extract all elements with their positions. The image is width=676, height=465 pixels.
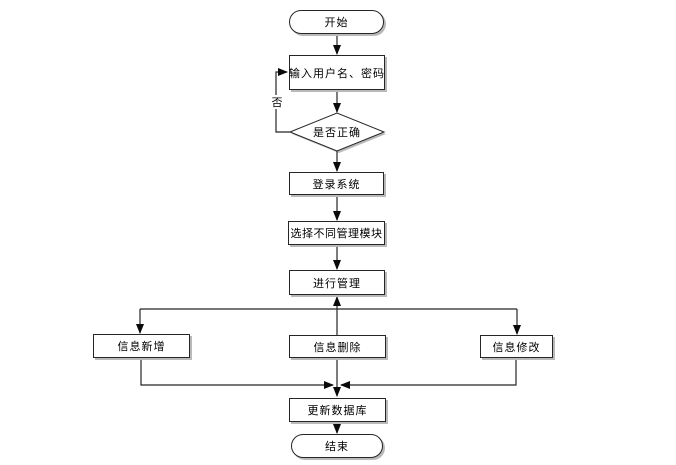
node-info-add-label: 信息新增 bbox=[117, 340, 166, 353]
node-info-modify-label: 信息修改 bbox=[492, 340, 541, 354]
edge-label-no: 否 bbox=[268, 95, 286, 109]
node-input-credentials-label: 输入用户名、密码 bbox=[289, 66, 385, 80]
edge-add-to-merge bbox=[140, 358, 335, 390]
node-do-manage-label: 进行管理 bbox=[313, 276, 361, 290]
node-start: 开始 bbox=[289, 10, 384, 34]
node-info-delete: 信息删除 bbox=[289, 335, 386, 358]
node-input-credentials: 输入用户名、密码 bbox=[289, 55, 385, 90]
node-select-module: 选择不同管理模块 bbox=[288, 221, 385, 245]
node-login-system-label: 登录系统 bbox=[312, 177, 361, 191]
node-info-modify: 信息修改 bbox=[480, 335, 553, 358]
node-end-label: 结束 bbox=[325, 440, 349, 453]
node-select-module-label: 选择不同管理模块 bbox=[290, 227, 383, 240]
node-update-database: 更新数据库 bbox=[289, 398, 386, 422]
decision-diamond bbox=[288, 112, 386, 152]
node-start-label: 开始 bbox=[324, 16, 349, 29]
node-end: 结束 bbox=[291, 434, 383, 458]
node-info-delete-label: 信息删除 bbox=[313, 340, 362, 354]
node-do-manage: 进行管理 bbox=[289, 270, 385, 295]
node-info-add: 信息新增 bbox=[93, 334, 190, 358]
node-check-correct-label: 是否正确 bbox=[313, 126, 361, 139]
node-update-database-label: 更新数据库 bbox=[307, 404, 368, 417]
edge-modify-to-merge bbox=[339, 358, 517, 390]
node-login-system: 登录系统 bbox=[289, 172, 384, 195]
